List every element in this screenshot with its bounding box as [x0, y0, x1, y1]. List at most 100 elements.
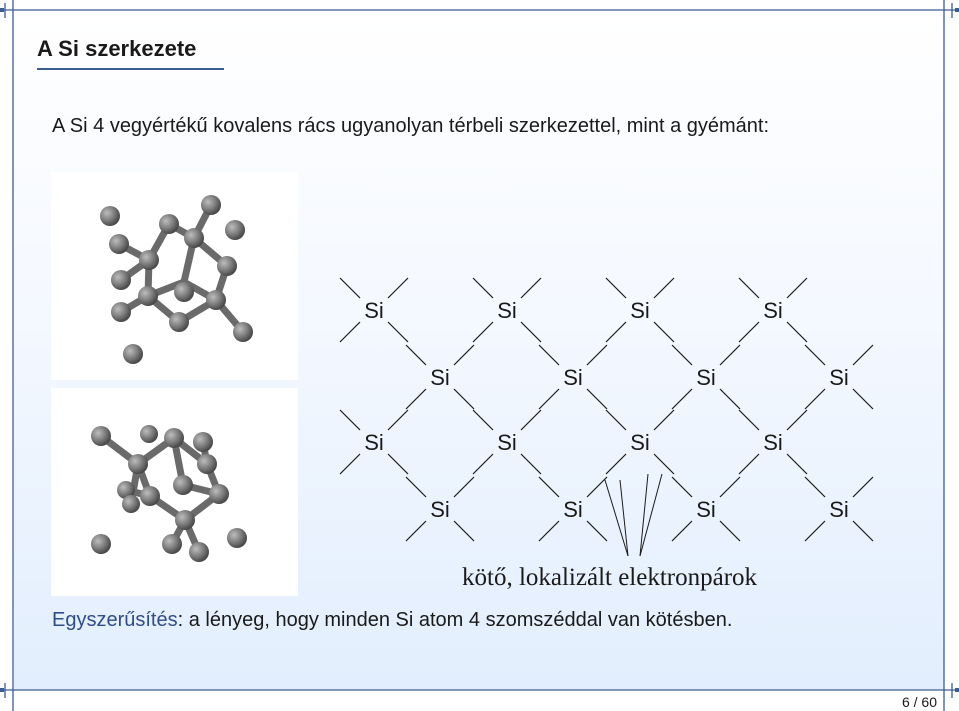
bond-line — [786, 277, 808, 299]
callout-line — [619, 479, 629, 557]
si-atom-label: Si — [563, 365, 583, 390]
bond-line — [605, 409, 627, 431]
bond-line — [538, 344, 560, 366]
si-atom-label: Si — [696, 365, 716, 390]
electron-pair-caption: kötő, lokalizált elektronpárok — [462, 564, 758, 591]
bond-line — [453, 476, 475, 498]
summary-text: Egyszerűsítés: a lényeg, hogy minden Si … — [52, 609, 732, 632]
bond-line — [804, 520, 826, 542]
bond-line — [786, 321, 808, 343]
callout-line — [639, 473, 649, 557]
bond-line — [405, 476, 427, 498]
bond-line — [520, 277, 542, 299]
bond-line — [605, 277, 627, 299]
si-atom-label: Si — [763, 298, 783, 323]
title-underline — [37, 68, 224, 70]
bond-line — [852, 344, 874, 366]
page-number: 6 / 60 — [901, 694, 937, 710]
bond-line — [405, 520, 427, 542]
bond-line — [786, 409, 808, 431]
si-atom-label: Si — [563, 497, 583, 522]
slide-title: A Si szerkezete — [37, 36, 197, 61]
bond-line — [339, 277, 361, 299]
si-atom-label: Si — [829, 365, 849, 390]
bond-line — [586, 344, 608, 366]
bond-line — [520, 409, 542, 431]
bond-line — [738, 453, 760, 475]
si-atom-label: Si — [497, 430, 517, 455]
si-atom-label: Si — [829, 497, 849, 522]
si-atom-label: Si — [364, 430, 384, 455]
bond-line — [605, 321, 627, 343]
bond-line — [586, 388, 608, 410]
bond-line — [538, 388, 560, 410]
bond-line — [453, 520, 475, 542]
bond-line — [671, 476, 693, 498]
bond-line — [520, 321, 542, 343]
bond-line — [405, 344, 427, 366]
bond-line — [719, 476, 741, 498]
bond-line — [339, 409, 361, 431]
bond-line — [538, 476, 560, 498]
bond-line — [453, 388, 475, 410]
bond-line — [405, 388, 427, 410]
si-atom-label: Si — [630, 430, 650, 455]
bond-line — [852, 388, 874, 410]
si-atom-label: Si — [630, 298, 650, 323]
si-atom-label: Si — [763, 430, 783, 455]
si-atom-label: Si — [430, 497, 450, 522]
bond-line — [339, 453, 361, 475]
intro-text: A Si 4 vegyértékű kovalens rács ugyanoly… — [52, 115, 770, 137]
bond-line — [387, 453, 409, 475]
bond-line — [520, 453, 542, 475]
bond-line — [586, 476, 608, 498]
si-atom-label: Si — [696, 497, 716, 522]
bond-line — [653, 321, 675, 343]
bond-line — [719, 520, 741, 542]
summary-keyword: Egyszerűsítés — [52, 609, 178, 631]
bond-line — [387, 277, 409, 299]
bond-line — [804, 476, 826, 498]
bond-line — [671, 520, 693, 542]
bond-line — [605, 453, 627, 475]
diamond-model-view-1 — [51, 172, 298, 380]
bond-line — [472, 321, 494, 343]
bond-line — [852, 520, 874, 542]
bond-line — [671, 388, 693, 410]
summary-body: : a lényeg, hogy minden Si atom 4 szomsz… — [177, 609, 733, 631]
bond-line — [804, 388, 826, 410]
bond-line — [653, 409, 675, 431]
callout-line — [604, 479, 629, 557]
bond-line — [653, 453, 675, 475]
diamond-model-image-1 — [100, 195, 253, 364]
bond-line — [804, 344, 826, 366]
bond-line — [671, 344, 693, 366]
bond-line — [719, 344, 741, 366]
bond-line — [387, 409, 409, 431]
bond-line — [719, 388, 741, 410]
bond-line — [786, 453, 808, 475]
diamond-model-view-2 — [51, 388, 298, 596]
bond-line — [453, 344, 475, 366]
si-atom-label: Si — [364, 298, 384, 323]
bond-line — [339, 321, 361, 343]
bond-line — [472, 277, 494, 299]
bond-line — [653, 277, 675, 299]
bond-line — [538, 520, 560, 542]
bond-line — [387, 321, 409, 343]
bond-line — [586, 520, 608, 542]
bond-line — [472, 453, 494, 475]
bond-line — [852, 476, 874, 498]
si-atom-label: Si — [497, 298, 517, 323]
bond-line — [472, 409, 494, 431]
bond-line — [738, 409, 760, 431]
si-atom-label: Si — [430, 365, 450, 390]
diamond-model-image-2 — [91, 425, 247, 562]
bond-line — [738, 321, 760, 343]
lattice-bonds — [339, 277, 874, 542]
bond-line — [738, 277, 760, 299]
callout-line — [639, 473, 663, 557]
